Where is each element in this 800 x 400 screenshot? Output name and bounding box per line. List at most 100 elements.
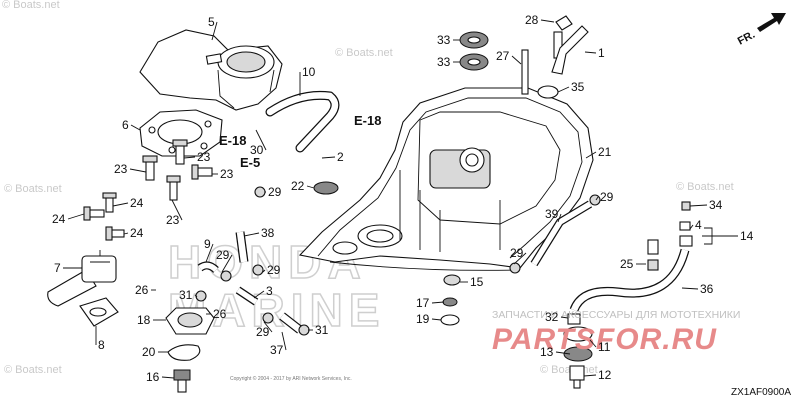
callout-number: 1 <box>598 46 605 60</box>
part-16-plug <box>173 369 191 393</box>
callout-number: 24 <box>52 212 66 226</box>
callout-number: 31 <box>315 323 329 337</box>
watermark-site: © Boats.net <box>4 183 62 195</box>
oil-case-body <box>298 87 594 271</box>
callout-number: 23 <box>114 162 128 176</box>
shop-caption: ЗАПЧАСТИ И АКСЕССУАРЫ ДЛЯ МОТОТЕХНИКИ <box>492 309 740 321</box>
leader-line <box>243 232 260 237</box>
callout-number: 13 <box>540 345 554 359</box>
leader-line <box>306 185 315 189</box>
callout-number: 26 <box>213 307 227 321</box>
leader-line <box>255 129 267 151</box>
callout-number: 30 <box>250 143 264 157</box>
leader-line <box>205 243 214 263</box>
callout-number: 24 <box>130 226 144 240</box>
part-5-cover <box>139 29 283 111</box>
callout-number: 37 <box>270 343 284 357</box>
leader-line <box>129 168 147 173</box>
leader-line <box>595 196 599 201</box>
leader-line <box>211 21 218 41</box>
reference-label: E-18 <box>354 113 381 128</box>
small-hoses <box>197 231 303 334</box>
callout-number: 29 <box>267 263 281 277</box>
callout-number: 2 <box>337 150 344 164</box>
reference-label: E-18 <box>219 133 246 148</box>
front-label: FR. <box>736 29 757 48</box>
callout-number: 22 <box>291 179 305 193</box>
callout-number: 25 <box>620 257 634 271</box>
callout-number: 33 <box>437 33 451 47</box>
leader-line <box>221 254 233 273</box>
part-36-hose <box>569 248 690 312</box>
callout-number: 11 <box>598 340 611 354</box>
leader-line <box>183 156 196 159</box>
bolts-group <box>83 139 213 241</box>
callout-number: 19 <box>416 312 430 326</box>
callout-number: 15 <box>470 275 484 289</box>
copyright-line: Copyright © 2004 - 2017 by ARI Network S… <box>230 375 352 382</box>
leader-line <box>130 124 141 131</box>
callout-number: 7 <box>54 261 61 275</box>
part-20-o-ring <box>167 344 201 361</box>
callout-number: 6 <box>122 118 129 132</box>
callout-number: 27 <box>496 49 510 63</box>
leader-line <box>321 156 336 159</box>
callout-number: 17 <box>416 296 430 310</box>
callout-number: 29 <box>268 185 282 199</box>
watermark-site: © Boats.net <box>2 0 60 11</box>
watermark-site: © Boats.net <box>676 181 734 193</box>
part-7-pipe <box>47 250 117 307</box>
callout-number: 23 <box>197 150 211 164</box>
leader-line <box>555 351 571 355</box>
watermark-site: © Boats.net <box>4 364 62 376</box>
watermark-site: © Boats.net <box>335 47 393 59</box>
reference-labels: E-18 E-18 E-5 <box>219 113 381 170</box>
shop-logo: PARTSFOR.RU <box>492 323 717 356</box>
callout-number: 29 <box>216 248 230 262</box>
part-39-hose <box>530 200 593 267</box>
shop-watermark: ЗАПЧАСТИ И АКСЕССУАРЫ ДЛЯ МОТОТЕХНИКИ PA… <box>492 309 740 356</box>
callout-number: 39 <box>545 207 559 221</box>
front-arrow-icon <box>757 13 786 32</box>
diagram-code: ZX1AF0900A <box>731 387 791 398</box>
callout-bracket <box>704 227 713 245</box>
callout-number: 31 <box>179 288 193 302</box>
callout-number: 18 <box>137 313 151 327</box>
callout-number: 20 <box>142 345 156 359</box>
callout-number: 5 <box>208 15 215 29</box>
leader-line <box>262 269 266 273</box>
callout-number: 9 <box>204 237 211 251</box>
callout-number: 36 <box>700 282 714 296</box>
callout-number: 16 <box>146 370 160 384</box>
leader-line <box>123 232 129 235</box>
callout-number: 23 <box>166 213 180 227</box>
callout-number: 28 <box>525 13 539 27</box>
watermark-site: © Boats.net <box>540 364 598 376</box>
leader-line <box>161 376 175 379</box>
callout-number: 26 <box>135 283 149 297</box>
callout-number: 29 <box>256 325 270 339</box>
callout-number: 33 <box>437 55 451 69</box>
leader-line <box>112 202 129 207</box>
callout-number: 34 <box>709 198 723 212</box>
part-18-housing <box>165 307 215 335</box>
leader-line <box>253 290 265 299</box>
leader-line <box>585 151 597 159</box>
callout-number: 14 <box>740 229 754 243</box>
callout-number: 32 <box>545 310 559 324</box>
leader-line <box>689 204 708 207</box>
leader-line <box>589 339 597 348</box>
callout-number: 3 <box>266 284 273 298</box>
leader-line <box>431 318 442 321</box>
callout-number: 38 <box>261 226 275 240</box>
callout-number: 24 <box>130 196 144 210</box>
part-8-plate <box>79 297 119 327</box>
leader-line <box>263 321 273 333</box>
callout-number: 29 <box>510 246 524 260</box>
callout-number: 8 <box>98 338 105 352</box>
leader-line <box>194 294 198 298</box>
clamps-group <box>195 186 601 336</box>
leader-lines <box>63 19 738 379</box>
